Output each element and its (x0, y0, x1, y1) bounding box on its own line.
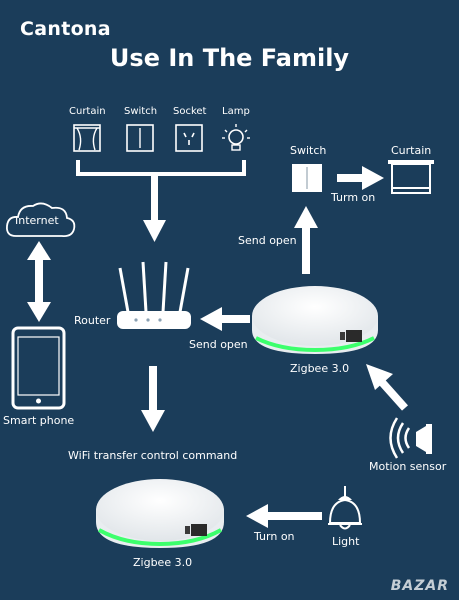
switch-label: Switch (124, 106, 158, 117)
send-open-top-label: Send open (238, 234, 297, 247)
arrow-switch-to-curtain (337, 166, 384, 190)
curtain-icon (73, 124, 101, 152)
router-icon (117, 261, 191, 329)
devices-bracket (76, 160, 246, 176)
lamp-label: Lamp (222, 106, 250, 117)
arrow-sensor-to-hub (366, 364, 408, 411)
socket-label: Socket (173, 106, 207, 117)
turn-on-bottom-label: Turn on (254, 530, 295, 543)
light-icon (328, 486, 362, 530)
wifi-command-label: WiFi transfer control command (68, 449, 238, 462)
zigbee-hub-top-icon (252, 286, 378, 354)
internet-label: Internet (15, 214, 59, 227)
watermark-logo: BAZAR (390, 578, 449, 594)
light-label: Light (332, 535, 360, 548)
arrow-down-to-hub (141, 366, 165, 432)
router-label: Router (74, 314, 111, 327)
curtain-right-icon (388, 160, 434, 194)
curtain-right-label: Curtain (391, 144, 432, 157)
socket-icon (175, 124, 203, 152)
page-title: Use In The Family (109, 44, 350, 72)
lamp-icon (222, 124, 250, 151)
smartphone-icon (11, 326, 66, 410)
switch-right-icon (292, 164, 322, 192)
switch-right-label: Switch (290, 144, 327, 157)
internet-cloud-icon (6, 202, 76, 238)
smartphone-label: Smart phone (3, 414, 75, 427)
zigbee-hub-bottom-icon (96, 479, 224, 548)
hub-bottom-label: Zigbee 3.0 (133, 556, 193, 569)
turn-on-top-label: Turm on (331, 191, 376, 204)
motion-sensor-label: Motion sensor (369, 460, 447, 473)
hub-top-label: Zigbee 3.0 (290, 362, 350, 375)
brand-logo: Cantona (20, 18, 111, 40)
motion-sensor-icon (389, 417, 432, 459)
arrow-hub-to-switch (294, 206, 318, 274)
curtain-label: Curtain (69, 106, 106, 117)
switch-icon (126, 124, 154, 152)
arrow-hub-to-router (200, 307, 250, 331)
arrow-down-to-router (143, 176, 166, 242)
double-arrow-internet-phone (27, 241, 51, 322)
send-open-left-label: Send open (189, 338, 248, 351)
arrow-light-to-hub (246, 504, 322, 528)
